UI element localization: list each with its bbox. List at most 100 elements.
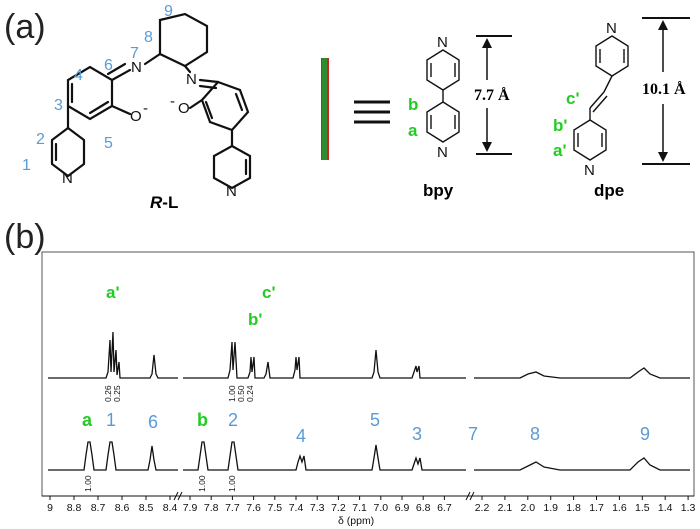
ligand-number-2: 2 [36,131,45,148]
axis-ticks: 9 8.8 8.7 8.6 8.5 8.4 7.9 7.8 7.7 7.6 7.5 7.4 7.3 7.2… [47,496,696,514]
dpe-label-b-prime: b' [553,116,567,135]
axis-tick-label: 8.5 [139,502,154,514]
dpe-structure [573,35,629,161]
bond [143,52,162,66]
axis-tick-label: 2.1 [498,502,513,514]
phenolate-o-left: O [130,108,142,125]
lower-integral: 1.00 [227,475,237,492]
axis-tick-label: 2.0 [520,502,535,514]
ligand-number-9: 9 [164,3,173,20]
lower-label-4: 4 [296,426,306,446]
lower-label-3: 3 [412,424,422,444]
ligand-number-6: 6 [104,57,113,74]
axis-tick-label: 1.4 [658,502,673,514]
lower-integral: 1.00 [83,475,93,492]
equivalence-symbol [354,100,390,124]
lower-label-8: 8 [530,424,540,444]
upper-integral: 0.26 [103,385,113,402]
dpe-name: dpe [594,181,624,200]
lower-label-9: 9 [640,424,650,444]
lower-integral: 1.00 [197,475,207,492]
panel-b-label: (b) [4,218,46,256]
bpy-label-a: a [408,121,418,140]
ligand-number-5: 5 [104,135,113,152]
charge-left: - [143,100,148,117]
axis-tick-label: 8.7 [91,502,106,514]
bpy-n-bottom: N [437,144,448,161]
panel-a-label: (a) [4,8,46,46]
axis-tick-label: 9 [47,502,53,514]
dpe-label-a-prime: a' [553,141,567,160]
bpy-length-arrow [476,35,512,155]
ligand-structure [50,12,252,190]
axis-tick-label: 1.7 [589,502,604,514]
upper-spectrum-trace [48,331,690,379]
bpy-structure [426,49,460,143]
axis-tick-label: 7.8 [204,502,219,514]
cyclohexane-ring [158,12,209,68]
lower-label-7: 7 [468,424,478,444]
pyridine-n-left: N [62,170,73,187]
ligand-name: R-L [150,193,178,212]
axis-tick-label: 7.0 [373,502,388,514]
axis-tick-label: 7.1 [352,502,367,514]
bpy-length: 7.7 Å [474,86,510,104]
axis-tick-label: 7.2 [331,502,346,514]
left-pyridine-ring [50,126,86,178]
imine-n-right: N [186,71,197,88]
bpy-n-top: N [437,34,448,51]
axis-tick-label: 8.6 [115,502,130,514]
dpe-length-arrow [642,17,690,165]
upper-label-b-prime: b' [248,310,262,329]
axis-tick-label: 7.3 [310,502,325,514]
axis-tick-label: 1.9 [543,502,558,514]
ligand-number-4: 4 [74,67,83,84]
lower-spectrum-trace [48,441,690,471]
upper-label-c-prime: c' [262,283,276,302]
ppm-axis: 9 8.8 8.7 8.6 8.5 8.4 7.9 7.8 7.7 7.6 7.5 7.4 7.3 7.2… [42,491,696,514]
axis-tick-label: 7.5 [267,502,282,514]
bpy-name: bpy [423,181,454,200]
lower-label-6: 6 [148,412,158,432]
pyridine-n-right: N [226,183,237,200]
imine-n-left: N [131,59,142,76]
dpe-length: 10.1 Å [642,80,686,98]
ligand-number-3: 3 [54,97,63,114]
axis-tick-label: 7.6 [246,502,261,514]
charge-right: - [170,93,175,110]
right-pyridine-ring [212,144,252,190]
upper-integral: 0.25 [112,385,122,402]
lower-label-2: 2 [228,410,238,430]
upper-label-a-prime: a' [106,283,120,302]
phenolate-o-right: O [178,100,190,117]
axis-tick-label: 7.9 [183,502,198,514]
ligand-number-8: 8 [144,29,153,46]
axis-label: δ (ppm) [338,515,374,527]
bpy-label-b: b [408,95,418,114]
axis-tick-label: 1.5 [635,502,650,514]
lower-label-a: a [82,410,93,430]
dpe-n-top: N [606,20,617,37]
dpe-label-c-prime: c' [566,89,580,108]
axis-tick-label: 7.7 [225,502,240,514]
ligand-number-1: 1 [22,157,31,174]
ligand-number-7: 7 [130,45,139,62]
dpe-n-bottom: N [584,162,595,179]
lower-label-5: 5 [370,410,380,430]
lower-label-b: b [197,410,208,430]
axis-tick-label: 2.2 [475,502,490,514]
spectrum-frame [41,251,695,497]
upper-integral: 0.50 [236,385,246,402]
axis-tick-label: 6.7 [437,502,452,514]
linker-bar-symbol [321,58,329,160]
axis-tick-label: 8.4 [163,502,178,514]
upper-integral: 1.00 [227,385,237,402]
axis-tick-label: 7.4 [289,502,304,514]
axis-tick-label: 1.8 [566,502,581,514]
axis-tick-label: 8.8 [67,502,82,514]
lower-label-1: 1 [106,410,116,430]
axis-tick-label: 6.9 [395,502,410,514]
axis-tick-label: 6.8 [416,502,431,514]
axis-tick-label: 1.3 [681,502,696,514]
